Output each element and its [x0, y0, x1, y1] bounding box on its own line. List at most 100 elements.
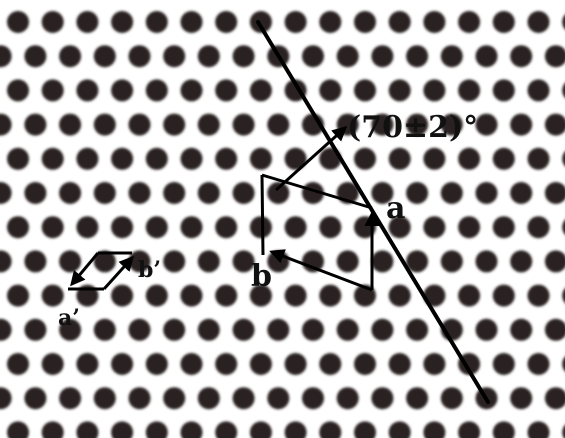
lattice-dot — [145, 11, 168, 33]
lattice-dot — [93, 318, 116, 341]
lattice-dot — [145, 421, 168, 438]
lattice-dot — [562, 14, 565, 30]
lattice-dot — [544, 318, 565, 341]
lattice-dot — [510, 250, 533, 273]
lattice-dot — [458, 79, 481, 102]
lattice-dot — [562, 425, 565, 438]
lattice-dot — [492, 11, 515, 33]
lattice-dot — [354, 11, 376, 33]
lattice-dot — [41, 216, 64, 239]
lattice-dot — [336, 387, 359, 410]
lattice-dot — [59, 45, 82, 68]
lattice-dot — [544, 113, 565, 136]
lattice-dot — [423, 79, 446, 102]
lattice-dot — [41, 421, 64, 438]
lattice-dot — [406, 318, 429, 341]
lattice-dot — [267, 113, 290, 136]
lattice-dot — [197, 318, 220, 341]
lattice-dot — [458, 11, 481, 33]
lattice-dot — [562, 83, 565, 98]
lattice-dot — [458, 421, 481, 438]
lattice-dot — [93, 387, 116, 410]
lattice-dot — [93, 113, 116, 136]
lattice-dot — [215, 147, 238, 170]
lattice-dot — [145, 216, 168, 239]
lattice-dot — [0, 45, 12, 68]
vector-b-arrow — [269, 249, 373, 292]
lattice-dot — [527, 147, 550, 170]
lattice-dot — [267, 387, 290, 410]
lattice-dot — [111, 79, 134, 102]
lattice-dot — [406, 250, 429, 273]
lattice-dot — [197, 45, 220, 68]
lattice-dot — [475, 113, 498, 136]
lattice-dot — [249, 147, 272, 170]
lattice-dot — [544, 387, 565, 410]
lattice-dot — [232, 387, 255, 410]
lattice-dot — [544, 250, 565, 273]
lattice-dot — [475, 318, 498, 341]
lattice-dot — [406, 113, 429, 136]
lattice-dot — [59, 387, 82, 410]
lattice-dot — [492, 284, 515, 307]
lattice-dot — [163, 182, 186, 204]
lattice-dot — [111, 353, 134, 375]
lattice-dot — [128, 45, 151, 68]
lattice-dot — [319, 284, 342, 307]
lattice-dot — [163, 387, 186, 410]
lattice-dot — [111, 147, 134, 170]
lattice-dot — [76, 147, 99, 170]
lattice-dot — [458, 284, 481, 307]
lattice-dot — [215, 11, 238, 33]
lattice-dot — [7, 284, 29, 307]
lattice-dot — [336, 250, 359, 273]
lattice-dot — [371, 45, 394, 68]
lattice-dot — [76, 353, 99, 375]
lattice-dot — [0, 250, 12, 273]
lattice-dot — [180, 216, 203, 239]
lattice-dot — [76, 79, 99, 102]
lattice-dot — [475, 45, 498, 68]
lattice-dot — [302, 318, 324, 341]
lattice-dot — [423, 147, 446, 170]
lattice-dot — [0, 318, 12, 341]
lattice-dot — [492, 421, 515, 438]
lattice-dot — [163, 113, 186, 136]
lattice-dot — [336, 45, 359, 68]
lattice-dot — [440, 45, 463, 68]
lattice-dot — [423, 216, 446, 239]
lattice-dot — [215, 79, 238, 102]
lattice-dot — [527, 421, 550, 438]
lattice-dot — [406, 387, 429, 410]
lattice-dot — [180, 79, 203, 102]
lattice-dot — [111, 11, 134, 33]
lattice-dot — [197, 250, 220, 273]
lattice-dot — [527, 284, 550, 307]
lattice-dot — [371, 250, 394, 273]
lattice-dot — [163, 45, 186, 68]
lattice-dot — [41, 284, 64, 307]
lattice-dot — [197, 113, 220, 136]
lattice-dot — [7, 421, 29, 438]
lattice-dot — [510, 318, 533, 341]
lattice-dot — [354, 353, 376, 375]
lattice-dot — [7, 79, 29, 102]
lattice-dot — [0, 182, 12, 204]
lattice-dot — [319, 421, 342, 438]
lattice-dot — [197, 387, 220, 410]
lattice-dot — [7, 11, 29, 33]
lattice-dot — [371, 387, 394, 410]
lattice-dot — [562, 151, 565, 167]
lattice-dot — [510, 387, 533, 410]
lattice-dot — [302, 45, 324, 68]
lattice-dot — [562, 219, 565, 235]
lattice-dot — [180, 147, 203, 170]
lattice-dot — [267, 318, 290, 341]
lattice-dot — [510, 182, 533, 204]
lattice-dot — [354, 421, 376, 438]
lattice-dot — [388, 11, 411, 33]
lattice-dot — [111, 216, 134, 239]
lattice-dot — [527, 11, 550, 33]
lattice-dot — [93, 250, 116, 273]
lattice-dot — [423, 421, 446, 438]
